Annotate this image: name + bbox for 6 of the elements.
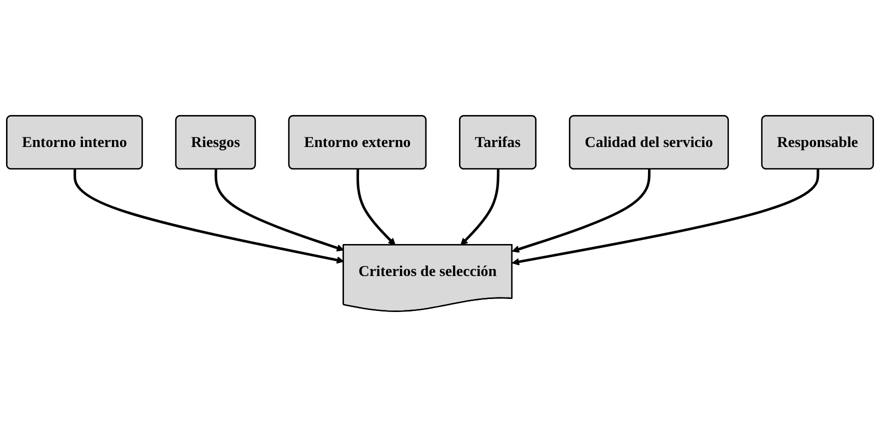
arrow xyxy=(356,169,396,246)
arrow xyxy=(74,169,344,264)
arrow xyxy=(214,169,344,252)
arrow xyxy=(460,169,500,246)
arrow xyxy=(512,169,651,253)
arrow xyxy=(512,169,820,266)
